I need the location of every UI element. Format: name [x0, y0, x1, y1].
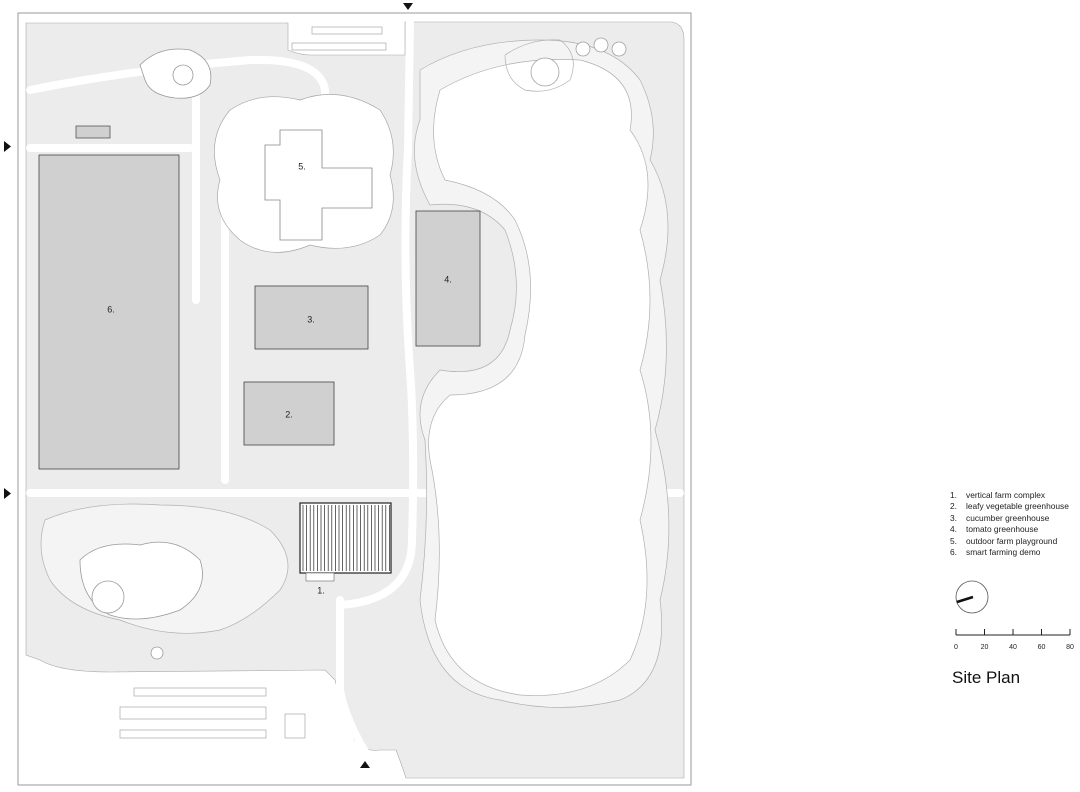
- east-lawn-inner: [428, 59, 652, 696]
- scale-bar: 0 20 40 60 80: [952, 625, 1074, 653]
- entrance-south-icon: [360, 761, 370, 768]
- scale-label: 40: [1009, 644, 1017, 651]
- label-1: 1.: [317, 585, 325, 595]
- playground-lawn: [214, 94, 394, 253]
- legend-item: 3.cucumber greenhouse: [950, 512, 1050, 523]
- scale-label: 0: [954, 644, 958, 651]
- building-6: [38, 154, 180, 470]
- label-6: 6.: [107, 304, 115, 314]
- southwest-round: [91, 580, 125, 614]
- label-3: 3.: [307, 314, 315, 324]
- legend-item: 4.tomato greenhouse: [950, 524, 1039, 535]
- entrance-north-icon: [403, 3, 413, 10]
- north-arrow: [955, 580, 989, 614]
- parking: [119, 26, 387, 739]
- spiral-center: [172, 64, 194, 86]
- entrance-west-icon: [4, 141, 11, 152]
- legend-item: 5.outdoor farm playground: [950, 535, 1058, 546]
- scale-bar-labels: 0 20 40 60 80: [952, 644, 1074, 656]
- building-1-entrance: [305, 572, 335, 582]
- spiral-garden: [139, 48, 212, 99]
- scale-bar-ticks: [955, 629, 1071, 636]
- small-round: [150, 646, 164, 660]
- legend-item: 6.smart farming demo: [950, 546, 1041, 557]
- legend: 1.vertical farm complex 2.leafy vegetabl…: [950, 490, 1080, 558]
- buildings: [38, 154, 481, 470]
- building-2: [243, 381, 335, 446]
- small-shed: [75, 125, 111, 139]
- round-planters: [530, 37, 627, 87]
- building-4: [415, 210, 481, 347]
- label-5: 5.: [298, 161, 306, 171]
- legend-item: 2.leafy vegetable greenhouse: [950, 501, 1069, 512]
- planter-blob: [504, 39, 574, 92]
- building-1-hatch: [302, 505, 390, 571]
- entrance-markers: [4, 3, 413, 768]
- scale-label: 80: [1066, 644, 1074, 651]
- label-2: 2.: [285, 409, 293, 419]
- building-3: [254, 285, 369, 350]
- playground-building-5: [264, 129, 373, 241]
- building-1: [299, 502, 392, 574]
- label-4: 4.: [444, 274, 452, 284]
- legend-item: 1.vertical farm complex: [950, 490, 1046, 500]
- scale-label: 20: [980, 644, 989, 651]
- plan-title: Site Plan: [952, 668, 1021, 687]
- entrance-west2-icon: [4, 488, 11, 499]
- scale-label: 60: [1037, 644, 1046, 651]
